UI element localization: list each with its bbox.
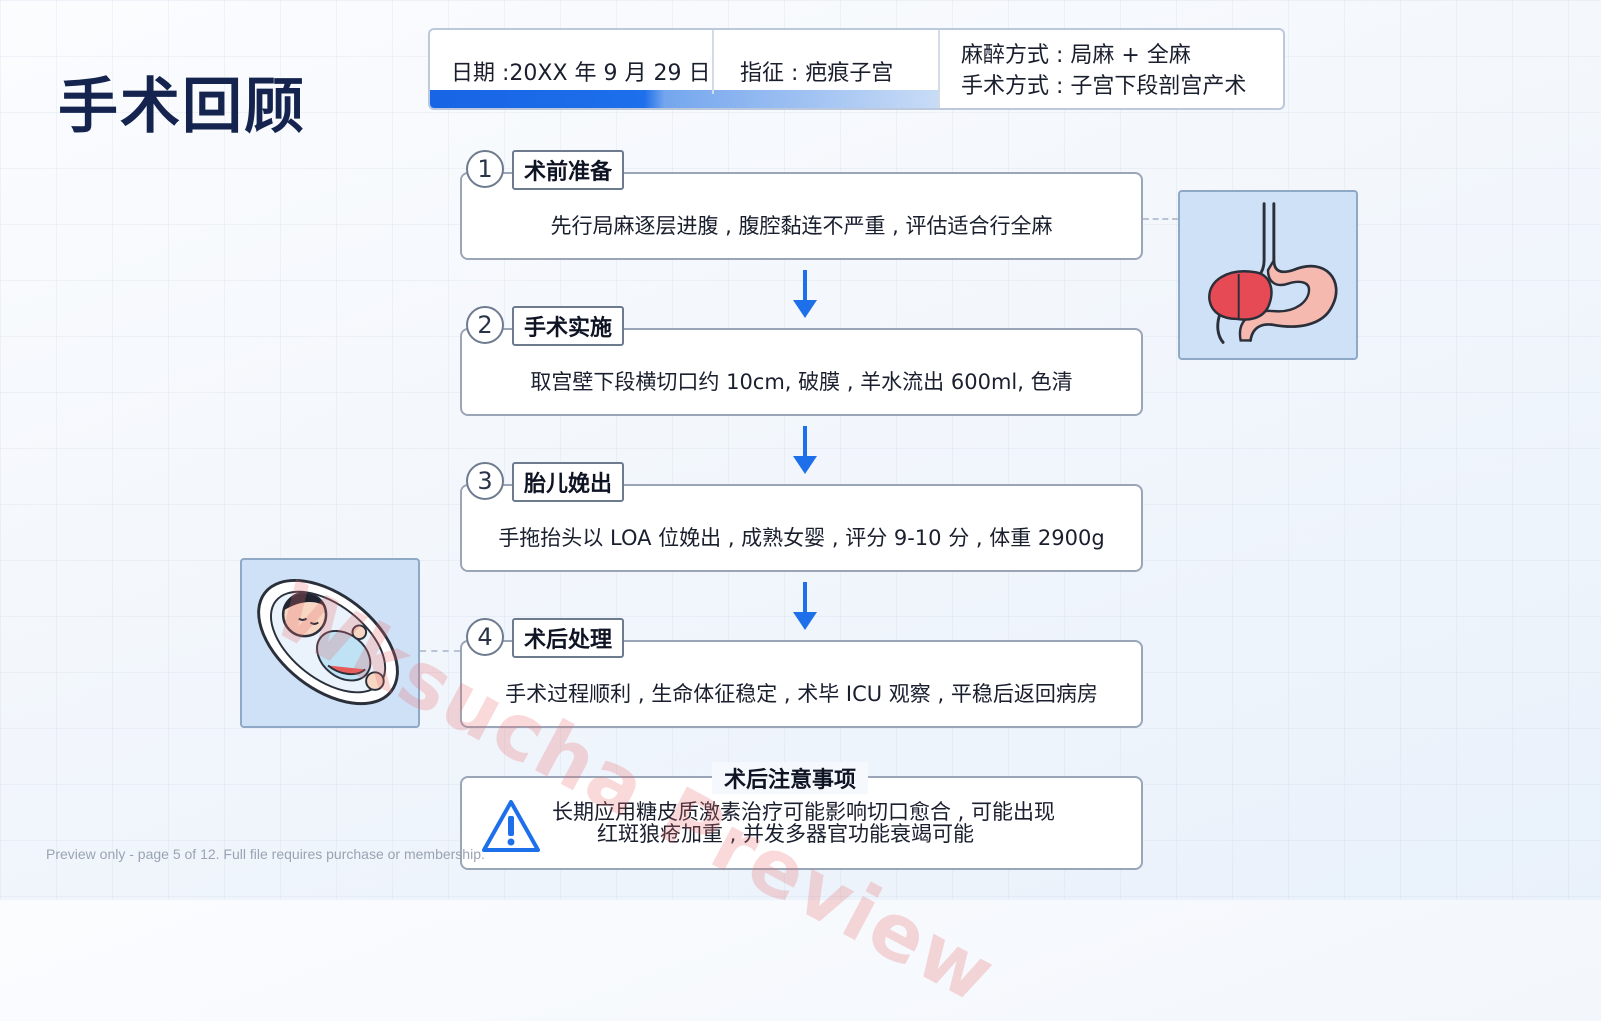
step-number: 2 [466, 306, 504, 344]
step-title: 手术实施 [512, 306, 625, 346]
step-number: 1 [466, 150, 504, 188]
step-description: 取宫壁下段横切口约 10cm, 破膜 , 羊水流出 600ml, 色清 [530, 370, 1073, 394]
connector-line [420, 650, 460, 652]
step-description: 手术过程顺利 , 生命体征稳定 , 术毕 ICU 观察 , 平稳后返回病房 [505, 682, 1098, 706]
info-accent-stripe [430, 90, 940, 108]
surgery-date: 日期 :20XX 年 9 月 29 日 [451, 61, 711, 86]
postoperative-notice: 术后注意事项 长期应用糖皮质激素治疗可能影响切口愈合 , 可能出现 红斑狼疮加重… [460, 762, 1143, 870]
notice-text-line1: 长期应用糖皮质激素治疗可能影响切口愈合 , 可能出现 [552, 800, 1056, 824]
step-description: 先行局麻逐层进腹 , 腹腔黏连不严重 , 评估适合行全麻 [550, 214, 1053, 238]
arrow-down-icon [793, 270, 817, 318]
page-title: 手术回顾 [58, 72, 306, 142]
step-surgery: 2 手术实施 取宫壁下段横切口约 10cm, 破膜 , 羊水流出 600ml, … [460, 306, 1143, 434]
step-title: 胎儿娩出 [512, 462, 625, 502]
step-number: 3 [466, 462, 504, 500]
info-divider [712, 30, 714, 94]
step-postoperative: 4 术后处理 手术过程顺利 , 生命体征稳定 , 术毕 ICU 观察 , 平稳后… [460, 618, 1143, 746]
arrow-down-icon [793, 582, 817, 630]
step-description: 手拖抬头以 LOA 位娩出 , 成熟女婴 , 评分 9-10 分 , 体重 29… [498, 526, 1105, 550]
info-divider [938, 30, 940, 108]
newborn-baby-illustration [240, 558, 420, 728]
surgery-method: 手术方式 : 子宫下段剖宫产术 [961, 74, 1247, 99]
preview-footer: Preview only - page 5 of 12. Full file r… [46, 846, 485, 862]
step-title: 术后处理 [512, 618, 625, 658]
surgery-indication: 指征 : 疤痕子宫 [740, 61, 894, 86]
warning-triangle-icon [482, 800, 540, 852]
info-header-bar: 日期 :20XX 年 9 月 29 日 指征 : 疤痕子宫 麻醉方式 : 局麻 … [428, 28, 1285, 110]
arrow-down-icon [793, 426, 817, 474]
anesthesia-method: 麻醉方式 : 局麻 + 全麻 [961, 43, 1191, 68]
background-grid [0, 0, 1601, 900]
step-title: 术前准备 [512, 150, 625, 190]
step-preoperative: 1 术前准备 先行局麻逐层进腹 , 腹腔黏连不严重 , 评估适合行全麻 [460, 150, 1143, 278]
step-delivery: 3 胎儿娩出 手拖抬头以 LOA 位娩出 , 成熟女婴 , 评分 9-10 分 … [460, 462, 1143, 590]
stomach-illustration [1178, 190, 1358, 360]
notice-text-line2: 红斑狼疮加重 , 并发多器官功能衰竭可能 [597, 822, 975, 846]
step-number: 4 [466, 618, 504, 656]
notice-title: 术后注意事项 [712, 762, 869, 794]
connector-line [1143, 218, 1178, 220]
